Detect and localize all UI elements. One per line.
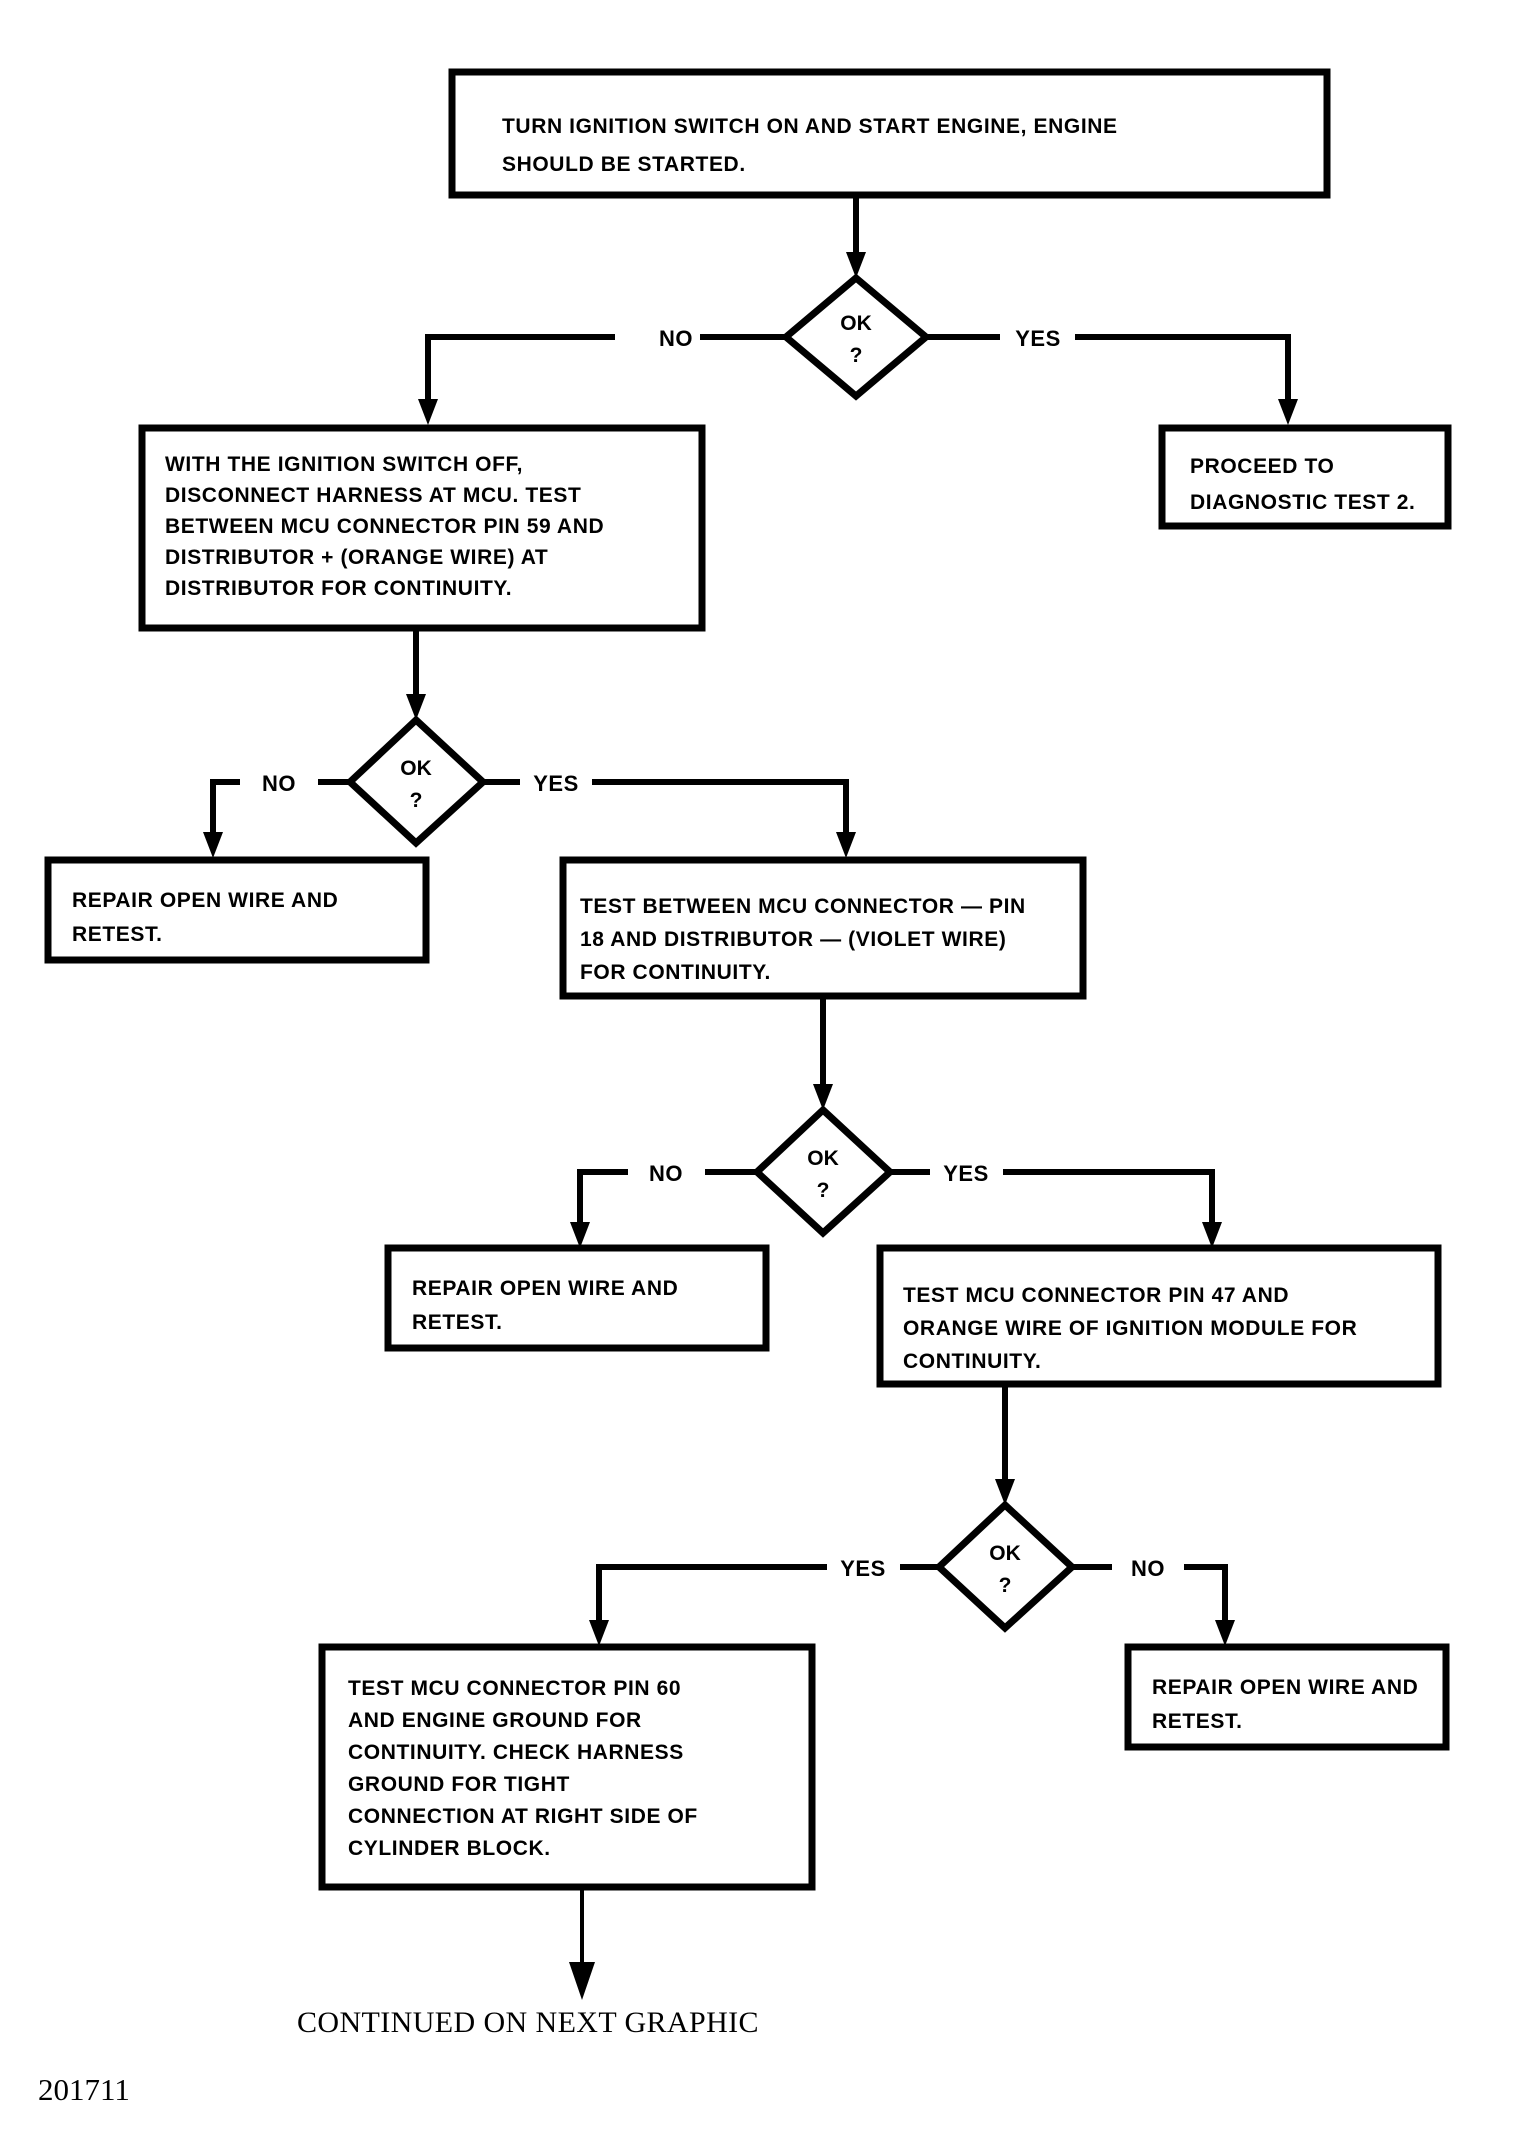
decision-4-label-question: ? [999,1574,1012,1597]
test-pin60-line-4: GROUND FOR TIGHT [348,1773,570,1796]
edge-test-pin60-to-continued [569,1887,595,2000]
node-repair-open-wire-2[interactable]: REPAIR OPEN WIRE AND RETEST. [384,1244,770,1352]
edge-label-decision-4-no: NO [1131,1556,1165,1581]
edge-test-pin18-to-decision-3 [813,996,833,1110]
repair-3-line-2: RETEST. [1152,1710,1243,1733]
figure-number: 201711 [38,2072,130,2107]
test-pin18-line-3: FOR CONTINUITY. [580,961,771,984]
arrow-head-icon [1278,399,1298,425]
repair-3-line-1: REPAIR OPEN WIRE AND [1152,1676,1418,1699]
test-pin59-line-1: WITH THE IGNITION SWITCH OFF, [165,453,523,476]
repair-1-box[interactable] [44,856,430,964]
node-repair-open-wire-1[interactable]: REPAIR OPEN WIRE AND RETEST. [44,856,430,964]
node-decision-1[interactable]: OK ? [780,273,932,401]
arrow-head-icon [570,1222,590,1248]
edge-label-decision-2-no: NO [262,771,296,796]
decision-4-label-ok: OK [989,1542,1021,1565]
test-pin59-line-4: DISTRIBUTOR + (ORANGE WIRE) AT [165,546,548,569]
decision-1-label-ok: OK [840,312,872,335]
arrow-head-icon [836,832,856,858]
edge-decision-1-no: NO [418,326,786,425]
test-pin59-line-2: DISCONNECT HARNESS AT MCU. TEST [165,484,581,507]
start-test-box[interactable] [448,68,1331,199]
start-test-line-1: TURN IGNITION SWITCH ON AND START ENGINE… [502,115,1118,138]
test-pin60-box[interactable] [318,1643,816,1891]
test-pin59-box[interactable] [138,424,706,632]
test-pin60-line-1: TEST MCU CONNECTOR PIN 60 [348,1677,681,1700]
node-proceed-to-diagnostic-test-2[interactable]: PROCEED TO DIAGNOSTIC TEST 2. [1158,424,1452,530]
arrow-head-icon [589,1620,609,1646]
proceed-test2-line-2: DIAGNOSTIC TEST 2. [1190,491,1416,514]
edge-decision-4-no: NO [1072,1556,1235,1646]
decision-1-diamond[interactable] [780,273,932,401]
decision-1-label-question: ? [850,344,863,367]
arrow-head-icon [995,1479,1015,1505]
test-pin47-line-1: TEST MCU CONNECTOR PIN 47 AND [903,1284,1289,1307]
repair-1-line-2: RETEST. [72,923,163,946]
edge-decision-2-no: NO [203,771,350,858]
arrow-head-icon [846,252,866,278]
arrow-head-icon [1202,1222,1222,1248]
decision-3-label-question: ? [817,1179,830,1202]
repair-1-line-1: REPAIR OPEN WIRE AND [72,889,338,912]
node-test-pin-47[interactable]: TEST MCU CONNECTOR PIN 47 AND ORANGE WIR… [876,1244,1442,1388]
proceed-test2-box[interactable] [1158,424,1452,530]
test-pin59-line-3: BETWEEN MCU CONNECTOR PIN 59 AND [165,515,604,538]
edge-label-decision-1-no: NO [659,326,693,351]
edge-label-decision-2-yes: YES [533,771,579,796]
node-decision-4[interactable]: OK ? [933,1500,1078,1633]
test-pin47-line-3: CONTINUITY. [903,1350,1041,1373]
test-pin18-box[interactable] [559,856,1087,1000]
arrow-head-icon [406,694,426,720]
decision-3-label-ok: OK [807,1147,839,1170]
start-test-line-2: SHOULD BE STARTED. [502,153,746,176]
node-decision-3[interactable]: OK ? [751,1105,896,1238]
edge-test-pin59-to-decision-2 [406,628,426,720]
edge-label-decision-4-yes: YES [840,1556,886,1581]
test-pin60-line-6: CYLINDER BLOCK. [348,1837,551,1860]
arrow-head-icon [203,832,223,858]
test-pin60-line-2: AND ENGINE GROUND FOR [348,1709,642,1732]
decision-4-diamond[interactable] [933,1500,1078,1633]
decision-2-label-ok: OK [400,757,432,780]
repair-3-box[interactable] [1124,1643,1450,1751]
test-pin60-line-5: CONNECTION AT RIGHT SIDE OF [348,1805,698,1828]
test-pin47-line-2: ORANGE WIRE OF IGNITION MODULE FOR [903,1317,1357,1340]
edge-start-to-decision-1 [846,195,866,278]
edge-decision-1-yes: YES [926,326,1298,425]
repair-2-line-1: REPAIR OPEN WIRE AND [412,1277,678,1300]
edge-label-decision-3-no: NO [649,1161,683,1186]
test-pin18-line-2: 18 AND DISTRIBUTOR — (VIOLET WIRE) [580,928,1006,951]
node-start-test[interactable]: TURN IGNITION SWITCH ON AND START ENGINE… [448,68,1331,199]
test-pin60-line-3: CONTINUITY. CHECK HARNESS [348,1741,684,1764]
decision-2-label-question: ? [410,789,423,812]
edge-decision-2-yes: YES [483,771,856,858]
arrow-head-icon [418,399,438,425]
node-repair-open-wire-3[interactable]: REPAIR OPEN WIRE AND RETEST. [1124,1643,1450,1751]
repair-2-line-2: RETEST. [412,1311,503,1334]
edge-decision-3-yes: YES [890,1161,1222,1248]
edge-decision-3-no: NO [570,1161,757,1248]
edge-decision-4-yes: YES [589,1556,939,1646]
edge-label-decision-1-yes: YES [1015,326,1061,351]
node-test-pin-59[interactable]: WITH THE IGNITION SWITCH OFF, DISCONNECT… [138,424,706,632]
proceed-test2-line-1: PROCEED TO [1190,455,1334,478]
repair-2-box[interactable] [384,1244,770,1352]
test-pin18-line-1: TEST BETWEEN MCU CONNECTOR — PIN [580,895,1026,918]
arrow-head-icon [1215,1620,1235,1646]
edge-label-decision-3-yes: YES [943,1161,989,1186]
edge-test-pin47-to-decision-4 [995,1384,1015,1505]
node-test-pin-60[interactable]: TEST MCU CONNECTOR PIN 60 AND ENGINE GRO… [318,1643,816,1891]
arrow-head-icon [569,1962,595,2000]
node-test-pin-18[interactable]: TEST BETWEEN MCU CONNECTOR — PIN 18 AND … [559,856,1087,1000]
node-decision-2[interactable]: OK ? [344,715,489,848]
decision-3-diamond[interactable] [751,1105,896,1238]
test-pin59-line-5: DISTRIBUTOR FOR CONTINUITY. [165,577,512,600]
arrow-head-icon [813,1084,833,1110]
decision-2-diamond[interactable] [344,715,489,848]
test-pin47-box[interactable] [876,1244,1442,1388]
continued-on-next-graphic-label: CONTINUED ON NEXT GRAPHIC [297,2006,759,2039]
